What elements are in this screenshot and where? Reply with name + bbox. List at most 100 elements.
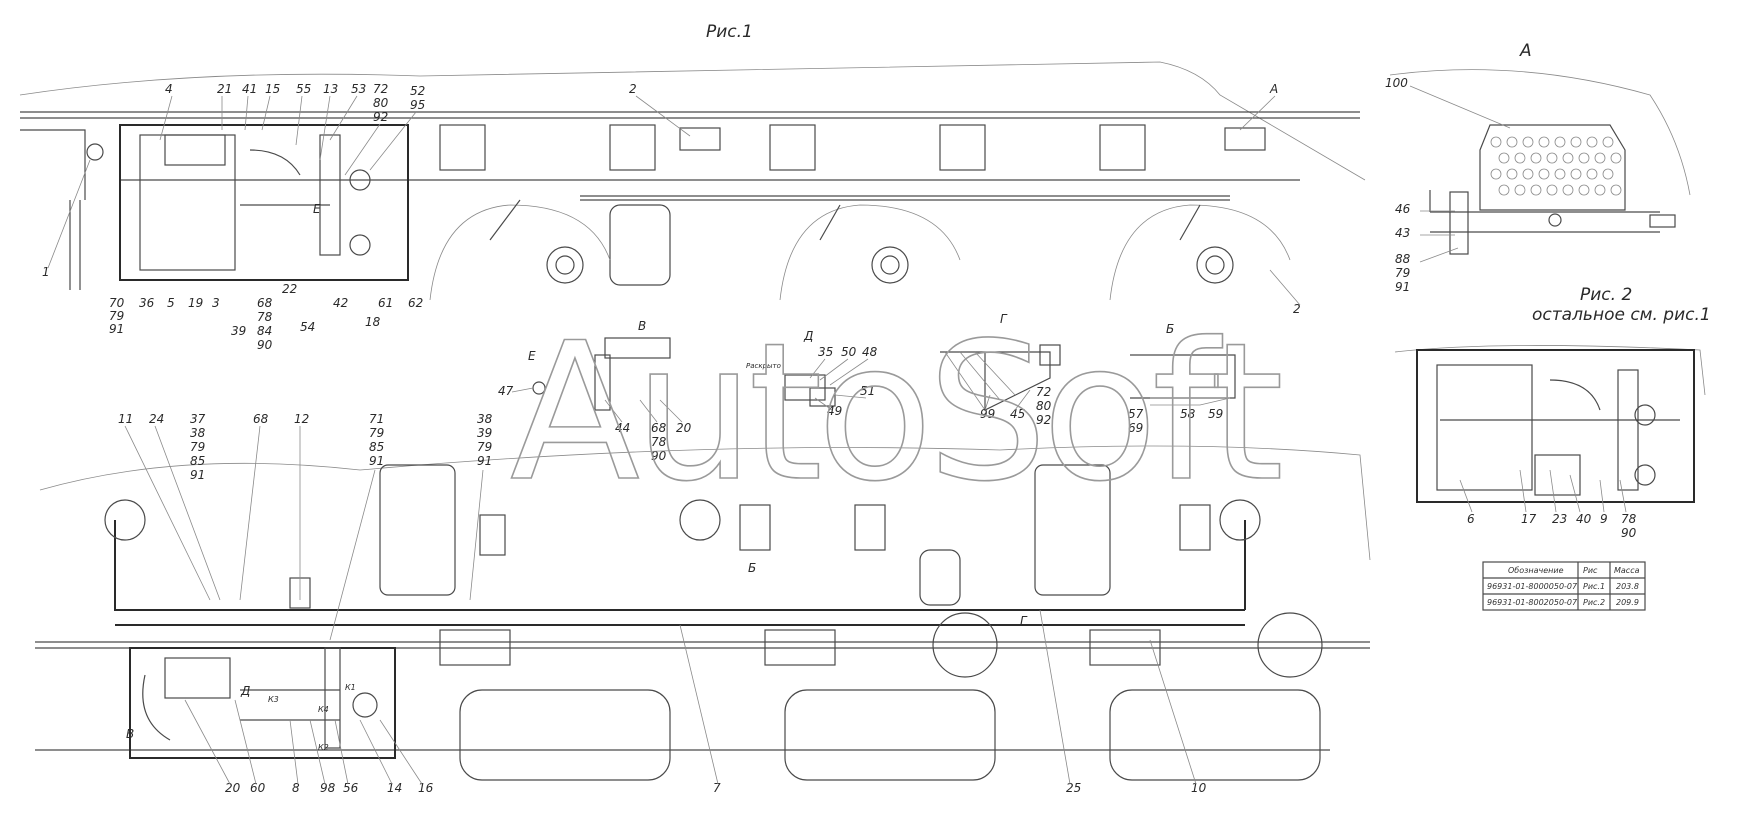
callout: 84 [257,324,272,338]
table-cell: 203.8 [1616,582,1639,591]
callout: 62 [408,296,423,310]
callout: 16 [418,781,434,795]
filter-hole [1586,136,1598,148]
callout: 7 [713,781,721,795]
callout: 39 [477,426,492,440]
callout: 60 [250,781,266,795]
filter-hole [1522,136,1534,148]
callout: 43 [1395,226,1410,240]
callout: 10 [1191,781,1207,795]
view-a-circles [1490,136,1622,196]
callout: 20 [225,781,241,795]
callout: 91 [369,454,384,468]
callout: 24 [149,412,164,426]
callout: 88 [1395,252,1411,266]
view-marker-a: А [1269,82,1278,96]
callout: 40 [1576,512,1592,526]
top-callouts: 4 21 41 15 55 13 53 72 80 92 52 95 2 1 7… [42,82,1301,352]
filter-hole [1546,184,1558,196]
filter-hole [1490,168,1502,180]
filter-hole [1578,184,1590,196]
callout: 2 [1293,302,1301,316]
callout: 53 [351,82,366,96]
callout: 5 [167,296,175,310]
callout: 99 [980,407,995,421]
filter-hole [1530,152,1542,164]
callout: 78 [1621,512,1637,526]
callout: 51 [860,384,875,398]
callout: 45 [1010,407,1025,421]
callout: 3 [212,296,220,310]
tank-box-top [119,124,409,281]
callout: 90 [1621,526,1637,540]
callout: 4 [165,82,173,96]
mass-table: Обозначение Рис Масса 96931-01-8000050-0… [1482,561,1646,611]
callout: 13 [323,82,338,96]
callout: 12 [294,412,309,426]
callout: 9 [1600,512,1608,526]
table-cell: 96931-01-8000050-07 [1487,582,1578,591]
fig2-subtitle: остальное см. рис.1 [1532,305,1711,325]
view-marker-g: Г [1020,614,1028,628]
watermark: AutoSoft [510,302,1280,523]
callout: 68 [257,296,273,310]
connector-k4: К4 [318,705,329,714]
callout: 6 [1467,512,1475,526]
fig1-title: Рис.1 [706,22,753,42]
filter-hole [1506,136,1518,148]
callout: 100 [1385,76,1408,90]
view-d-label: Д [803,329,813,343]
callout: 52 [410,84,425,98]
callout: 78 [651,435,667,449]
callout: 79 [369,426,384,440]
callout: 25 [1066,781,1081,795]
filter-hole [1570,136,1582,148]
callout: 58 [1180,407,1196,421]
table-cell: 96931-01-8002050-07 [1487,598,1578,607]
callout: 91 [477,454,492,468]
callout: 42 [333,296,348,310]
filter-hole [1546,152,1558,164]
note-raskryto: Раскрыто [746,362,781,370]
callout: 68 [651,421,667,435]
view-marker-d: Д [240,684,250,698]
callout: 8 [292,781,300,795]
callout: 79 [1395,266,1410,280]
bottom-callouts: 11 24 37 38 79 85 91 68 12 71 79 85 91 3… [118,412,1207,795]
view-g-label: Г [1000,312,1008,326]
top-view [19,61,1366,301]
callout: 57 [1128,407,1144,421]
callout: 49 [827,404,842,418]
table-cell: Рис.1 [1583,582,1605,591]
callout: 36 [139,296,155,310]
filter-hole [1602,168,1614,180]
filter-hole [1554,136,1566,148]
filter-hole [1594,152,1606,164]
callout: 46 [1395,202,1411,216]
callout: 72 [1036,385,1051,399]
view-marker-b: Б [748,561,756,575]
filter-hole [1570,168,1582,180]
callout: 68 [253,412,269,426]
filter-hole [1530,184,1542,196]
callout: 38 [477,412,493,426]
connector-k2: К2 [318,743,329,752]
callout: 85 [369,440,384,454]
callout: 23 [1552,512,1567,526]
filter-hole [1490,136,1502,148]
filter-hole [1594,184,1606,196]
callout: 95 [410,98,425,112]
callout: 61 [378,296,393,310]
callout: 47 [498,384,514,398]
fig2-view [1394,345,1706,503]
callout: 48 [862,345,878,359]
filter-hole [1586,168,1598,180]
callout: 85 [190,454,205,468]
callout: 79 [477,440,492,454]
view-v-label: В [638,319,646,333]
filter-hole [1506,168,1518,180]
view-b-label: Б [1166,322,1174,336]
view-e-label: Е [528,349,536,363]
callout: 41 [242,82,257,96]
